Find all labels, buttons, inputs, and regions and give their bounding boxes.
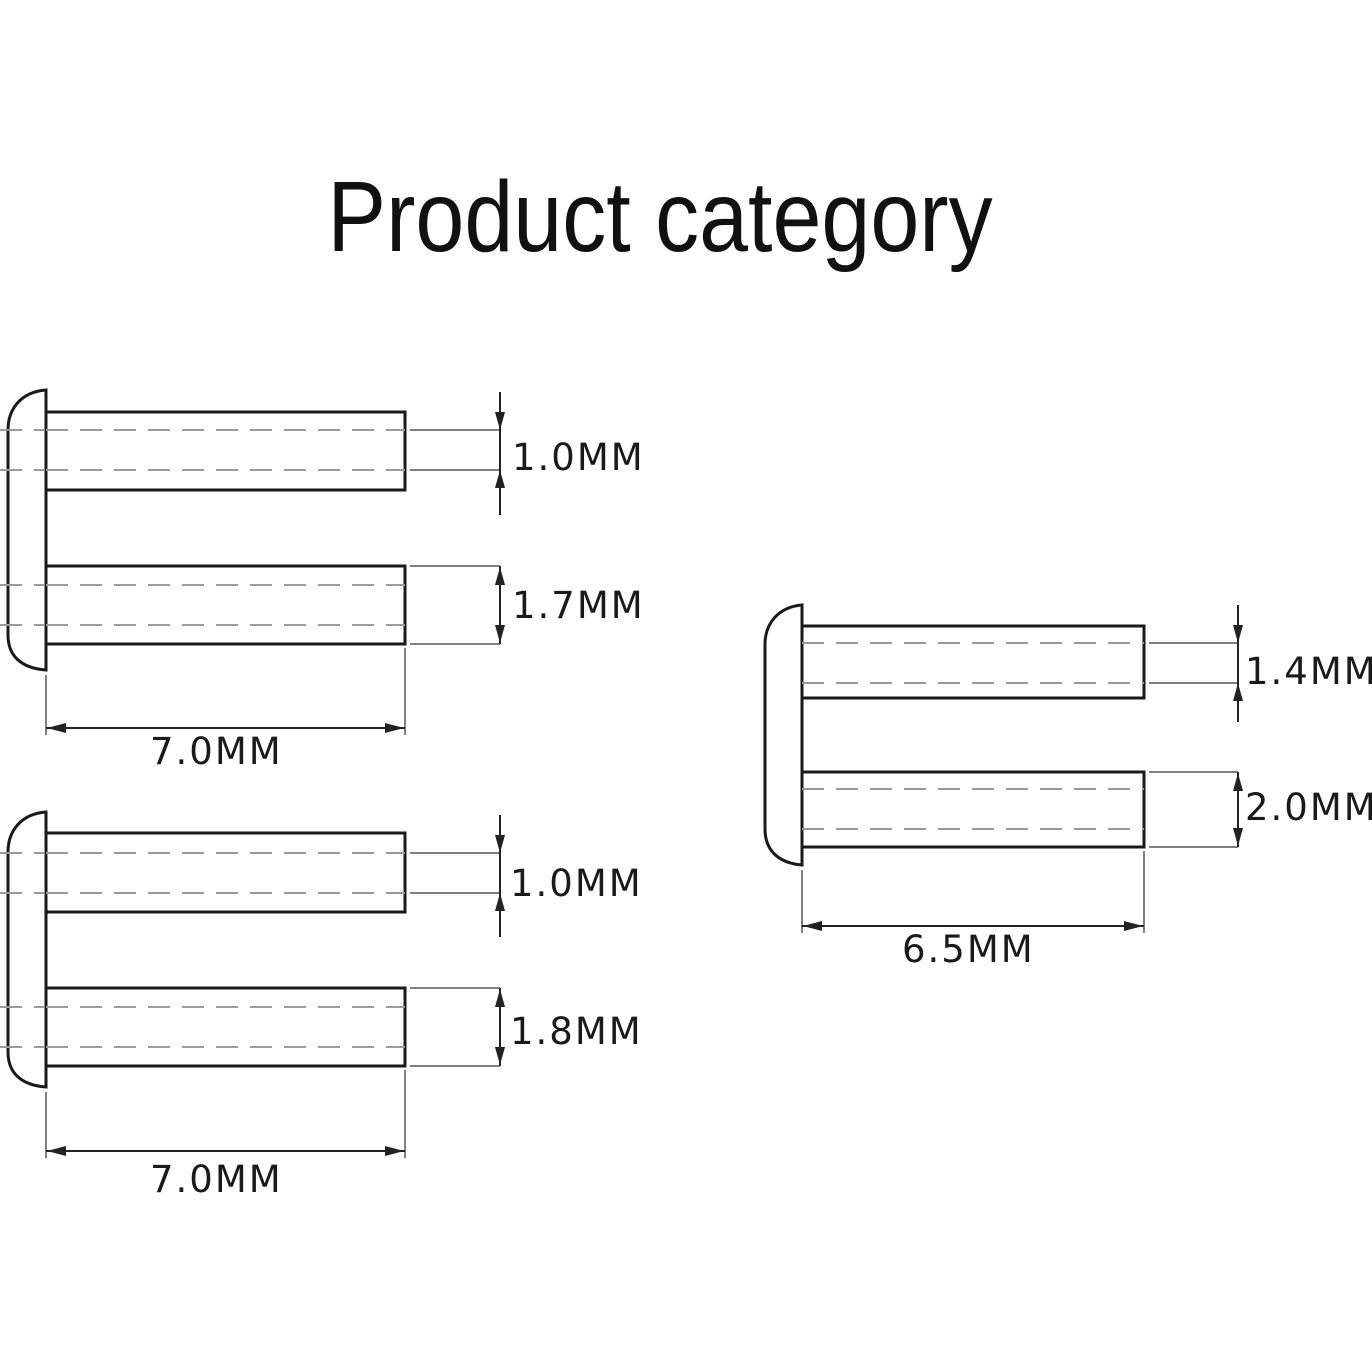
diameter-dimension xyxy=(410,565,505,645)
length-dimension xyxy=(45,648,406,735)
diameter-dimension xyxy=(410,392,505,515)
diameter-label: 2.0MM xyxy=(1245,786,1372,829)
diameter-label: 1.0MM xyxy=(512,436,645,479)
page-title: Product category xyxy=(327,161,993,273)
rivet-head xyxy=(763,603,804,867)
diameter-label: 1.8MM xyxy=(510,1010,643,1053)
length-label: 7.0MM xyxy=(150,730,283,773)
rivet-shaft xyxy=(800,624,1146,700)
rivet-shaft xyxy=(0,986,407,1068)
rivet-shaft xyxy=(0,410,407,492)
rivet-shaft xyxy=(800,770,1146,849)
diameter-label: 1.7MM xyxy=(512,584,645,627)
diameter-dimension xyxy=(410,815,505,937)
diameter-dimension xyxy=(1149,771,1243,848)
diameter-label: 1.0MM xyxy=(510,862,643,905)
group-right: 1.4MM 2.0MM 6.5MM xyxy=(763,603,1372,971)
length-label: 7.0MM xyxy=(150,1158,283,1201)
group-top-left: 1.0MM 1.7MM 7.0MM xyxy=(0,388,645,773)
diameter-dimension xyxy=(1149,605,1243,722)
length-dimension xyxy=(45,1070,406,1158)
diameter-dimension xyxy=(410,987,505,1067)
length-dimension xyxy=(801,851,1145,933)
diameter-label: 1.4MM xyxy=(1245,650,1372,693)
rivet-head xyxy=(6,810,48,1089)
rivet-shaft xyxy=(0,831,407,914)
length-label: 6.5MM xyxy=(902,928,1035,971)
rivet-head xyxy=(6,388,48,672)
rivet-shaft xyxy=(0,564,407,646)
group-bottom-left: 1.0MM 1.8MM 7.0MM xyxy=(0,810,643,1201)
